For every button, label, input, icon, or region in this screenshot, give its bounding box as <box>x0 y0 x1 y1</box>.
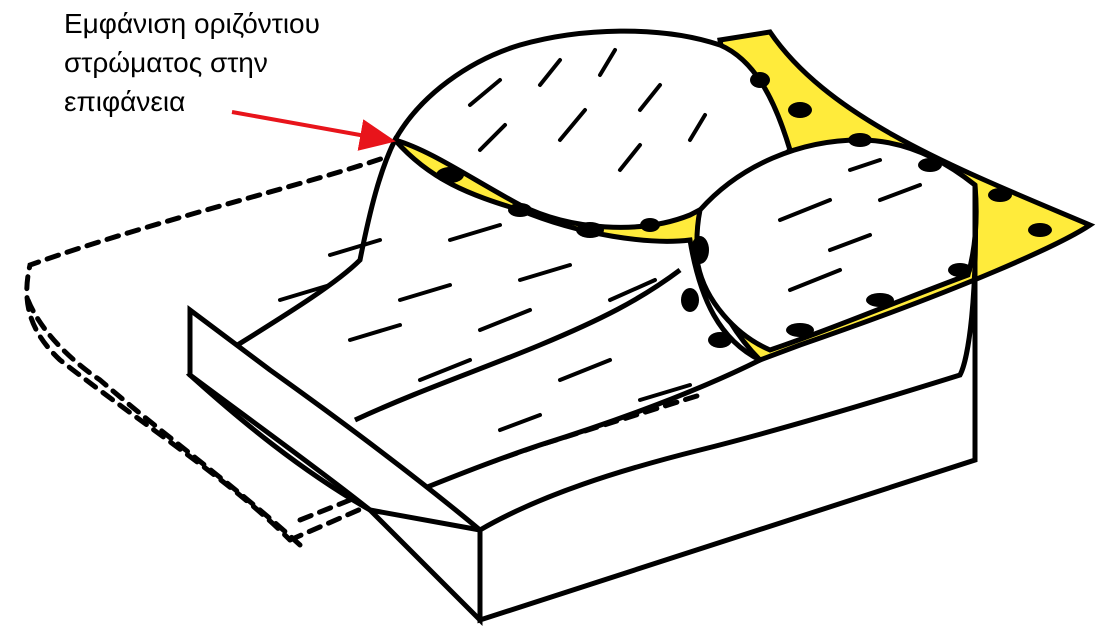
annotation-line-1: Εμφάνιση οριζόντιου <box>64 4 394 43</box>
annotation-label: Εμφάνιση οριζόντιου στρώματος στην επιφά… <box>64 4 394 121</box>
annotation-line-3: επιφάνεια <box>64 82 394 121</box>
annotation-line-2: στρώματος στην <box>64 43 394 82</box>
